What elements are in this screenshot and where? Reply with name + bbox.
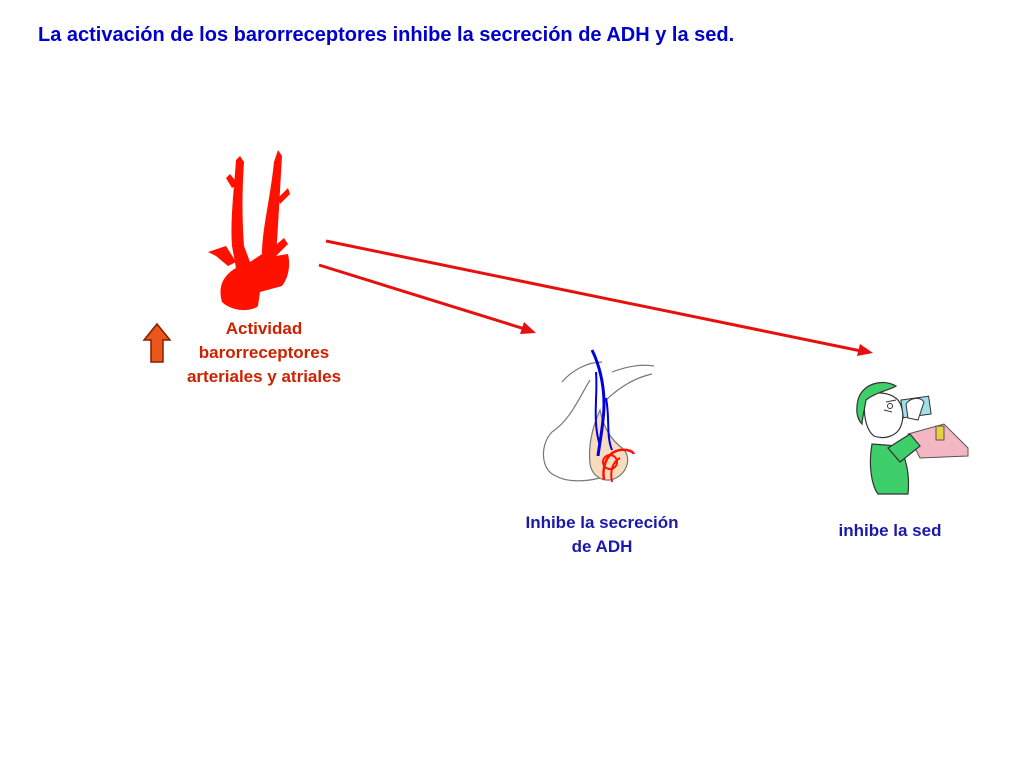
label-barorreceptores: Actividad barorreceptores arteriales y a… <box>164 317 364 389</box>
label-barorreceptores-line-1: Actividad <box>225 319 303 338</box>
label-barorreceptores-line-2: barorreceptores <box>198 343 330 362</box>
label-adh: Inhibe la secreción de ADH <box>500 511 704 559</box>
aortic-arch-icon <box>208 150 290 311</box>
label-adh-line-1: Inhibe la secreción <box>525 513 679 532</box>
up-arrow-icon <box>142 322 172 363</box>
arrow-to-adh <box>318 263 536 334</box>
label-barorreceptores-line-3: arteriales y atriales <box>186 367 342 386</box>
pituitary-gland-icon <box>542 349 655 483</box>
arrow-to-thirst <box>325 239 873 356</box>
person-drinking-icon <box>856 381 969 495</box>
label-adh-line-2: de ADH <box>571 537 633 556</box>
label-sed: inhibe la sed <box>820 519 960 543</box>
label-sed-line-1: inhibe la sed <box>838 521 942 540</box>
slide-title: La activación de los barorreceptores inh… <box>38 24 735 46</box>
